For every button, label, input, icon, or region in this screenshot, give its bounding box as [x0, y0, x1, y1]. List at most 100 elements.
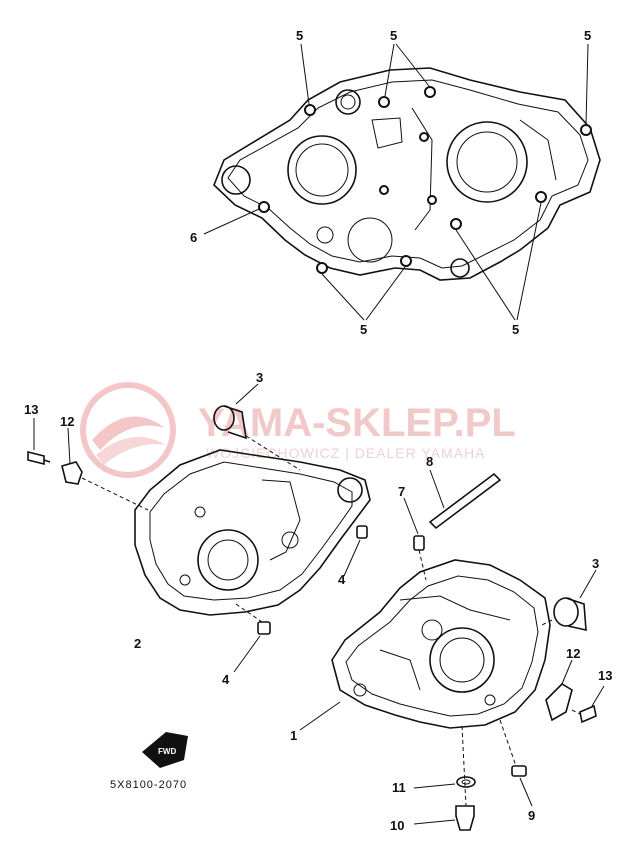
- callout-5: 5: [584, 28, 591, 43]
- leader-line: [516, 202, 542, 321]
- top-bolt: [258, 201, 270, 213]
- crankcase-right-half: [299, 559, 551, 731]
- callout-5: 5: [296, 28, 303, 43]
- top-lower-hole: [347, 217, 393, 263]
- washer-11-inner: [461, 779, 471, 785]
- fwd-arrow-shape: [142, 732, 188, 768]
- left-half-outline: [134, 449, 371, 616]
- top-rib-1: [371, 117, 403, 149]
- bolt-13-left-shank: [43, 459, 51, 463]
- drain-bolt-10: [455, 805, 475, 831]
- watermark-subtitle: WOJCIECHOWICZ | DEALER YAMAHA: [206, 445, 485, 461]
- left-half-boss: [337, 477, 363, 503]
- top-bolt: [304, 104, 316, 116]
- callout-5: 5: [512, 322, 519, 337]
- right-half-hole: [484, 694, 496, 706]
- top-bolt: [400, 255, 412, 267]
- dash-line: [461, 725, 467, 807]
- top-bolt: [424, 86, 436, 98]
- callout-12: 12: [566, 646, 580, 661]
- leader-line: [300, 43, 310, 105]
- leader-line: [365, 266, 406, 321]
- leader-line: [235, 383, 259, 405]
- fwd-arrow-icon: FWD: [142, 732, 188, 768]
- top-small-hole: [316, 226, 334, 244]
- dowel-4-right: [356, 525, 368, 539]
- callout-10: 10: [390, 818, 404, 833]
- top-seal: [335, 89, 361, 115]
- leader-line: [413, 783, 456, 789]
- callout-3: 3: [592, 556, 599, 571]
- right-half-rib: [379, 649, 421, 691]
- leader-line: [343, 539, 361, 577]
- dowel-4-bottom: [257, 621, 271, 635]
- dash-line: [539, 619, 553, 627]
- top-bolt: [450, 218, 462, 230]
- callout-1: 1: [290, 728, 297, 743]
- parts-12-13-left: [27, 418, 149, 511]
- left-half-bearing-inner: [207, 539, 249, 581]
- dash-line: [499, 719, 517, 767]
- top-bolt: [419, 132, 429, 142]
- watermark-logo-swoosh: [92, 416, 165, 450]
- top-rib-3: [519, 119, 557, 181]
- top-rib-2: [411, 107, 433, 231]
- top-lower-right-hole: [450, 258, 470, 278]
- callout-5: 5: [390, 28, 397, 43]
- leader-line: [519, 777, 533, 807]
- right-half-rib: [399, 595, 511, 621]
- top-bolt: [316, 262, 328, 274]
- callout-12: 12: [60, 414, 74, 429]
- leader-line: [233, 635, 261, 673]
- right-half-inner: [345, 575, 539, 717]
- part-4-dowels: [233, 525, 368, 673]
- callout-4: 4: [338, 572, 346, 587]
- parts-12-13-right: [545, 659, 605, 724]
- top-bolt: [580, 124, 592, 136]
- left-half-hole: [179, 574, 191, 586]
- leader-line: [67, 427, 71, 465]
- crankcase-top-view: [203, 43, 601, 321]
- left-half-inner: [149, 461, 353, 601]
- left-half-bearing: [197, 529, 259, 591]
- bolt-13-right: [579, 704, 597, 724]
- top-bolt: [535, 191, 547, 203]
- watermark-brand: YAMA-SKLEP.PL: [198, 401, 516, 445]
- part-8-pin: [428, 469, 502, 530]
- callout-4: 4: [222, 672, 230, 687]
- leader-line: [429, 469, 445, 509]
- callout-3: 3: [256, 370, 263, 385]
- leader-line: [579, 569, 597, 599]
- top-left-boss: [221, 165, 251, 195]
- seal-3-right-front: [553, 597, 579, 627]
- left-half-rib: [261, 479, 301, 561]
- top-seal-inner: [340, 94, 356, 110]
- leader-line: [395, 43, 430, 87]
- callout-labels: 5 5 5 6 5 5 3 13 12 8 7 4 3 2 12 13 4 1 …: [24, 28, 612, 833]
- leader-line: [413, 819, 456, 825]
- right-half-outline: [331, 559, 551, 729]
- parts-9-10-11: [413, 719, 533, 831]
- callout-11: 11: [392, 780, 406, 795]
- leader-line: [585, 43, 589, 125]
- dash-line: [235, 603, 263, 623]
- top-left-bearing-inner: [295, 143, 349, 197]
- callout-5: 5: [360, 322, 367, 337]
- watermark-logo-swoosh-2: [96, 437, 166, 465]
- dash-line: [245, 435, 301, 471]
- right-half-bearing: [429, 627, 495, 693]
- left-half-hole: [194, 506, 206, 518]
- crankcase-left-half: [134, 449, 371, 616]
- left-half-hole: [281, 531, 299, 549]
- watermark-logo-icon: [80, 382, 176, 478]
- right-half-bearing-inner: [439, 637, 485, 683]
- top-left-bearing: [287, 135, 357, 205]
- leader-line: [299, 701, 341, 731]
- seal-3-right-body: [565, 597, 587, 632]
- callout-2: 2: [134, 636, 141, 651]
- part-3-right: [539, 569, 597, 632]
- part-7: [403, 497, 427, 581]
- callout-9: 9: [528, 808, 535, 823]
- dash-line: [81, 477, 149, 511]
